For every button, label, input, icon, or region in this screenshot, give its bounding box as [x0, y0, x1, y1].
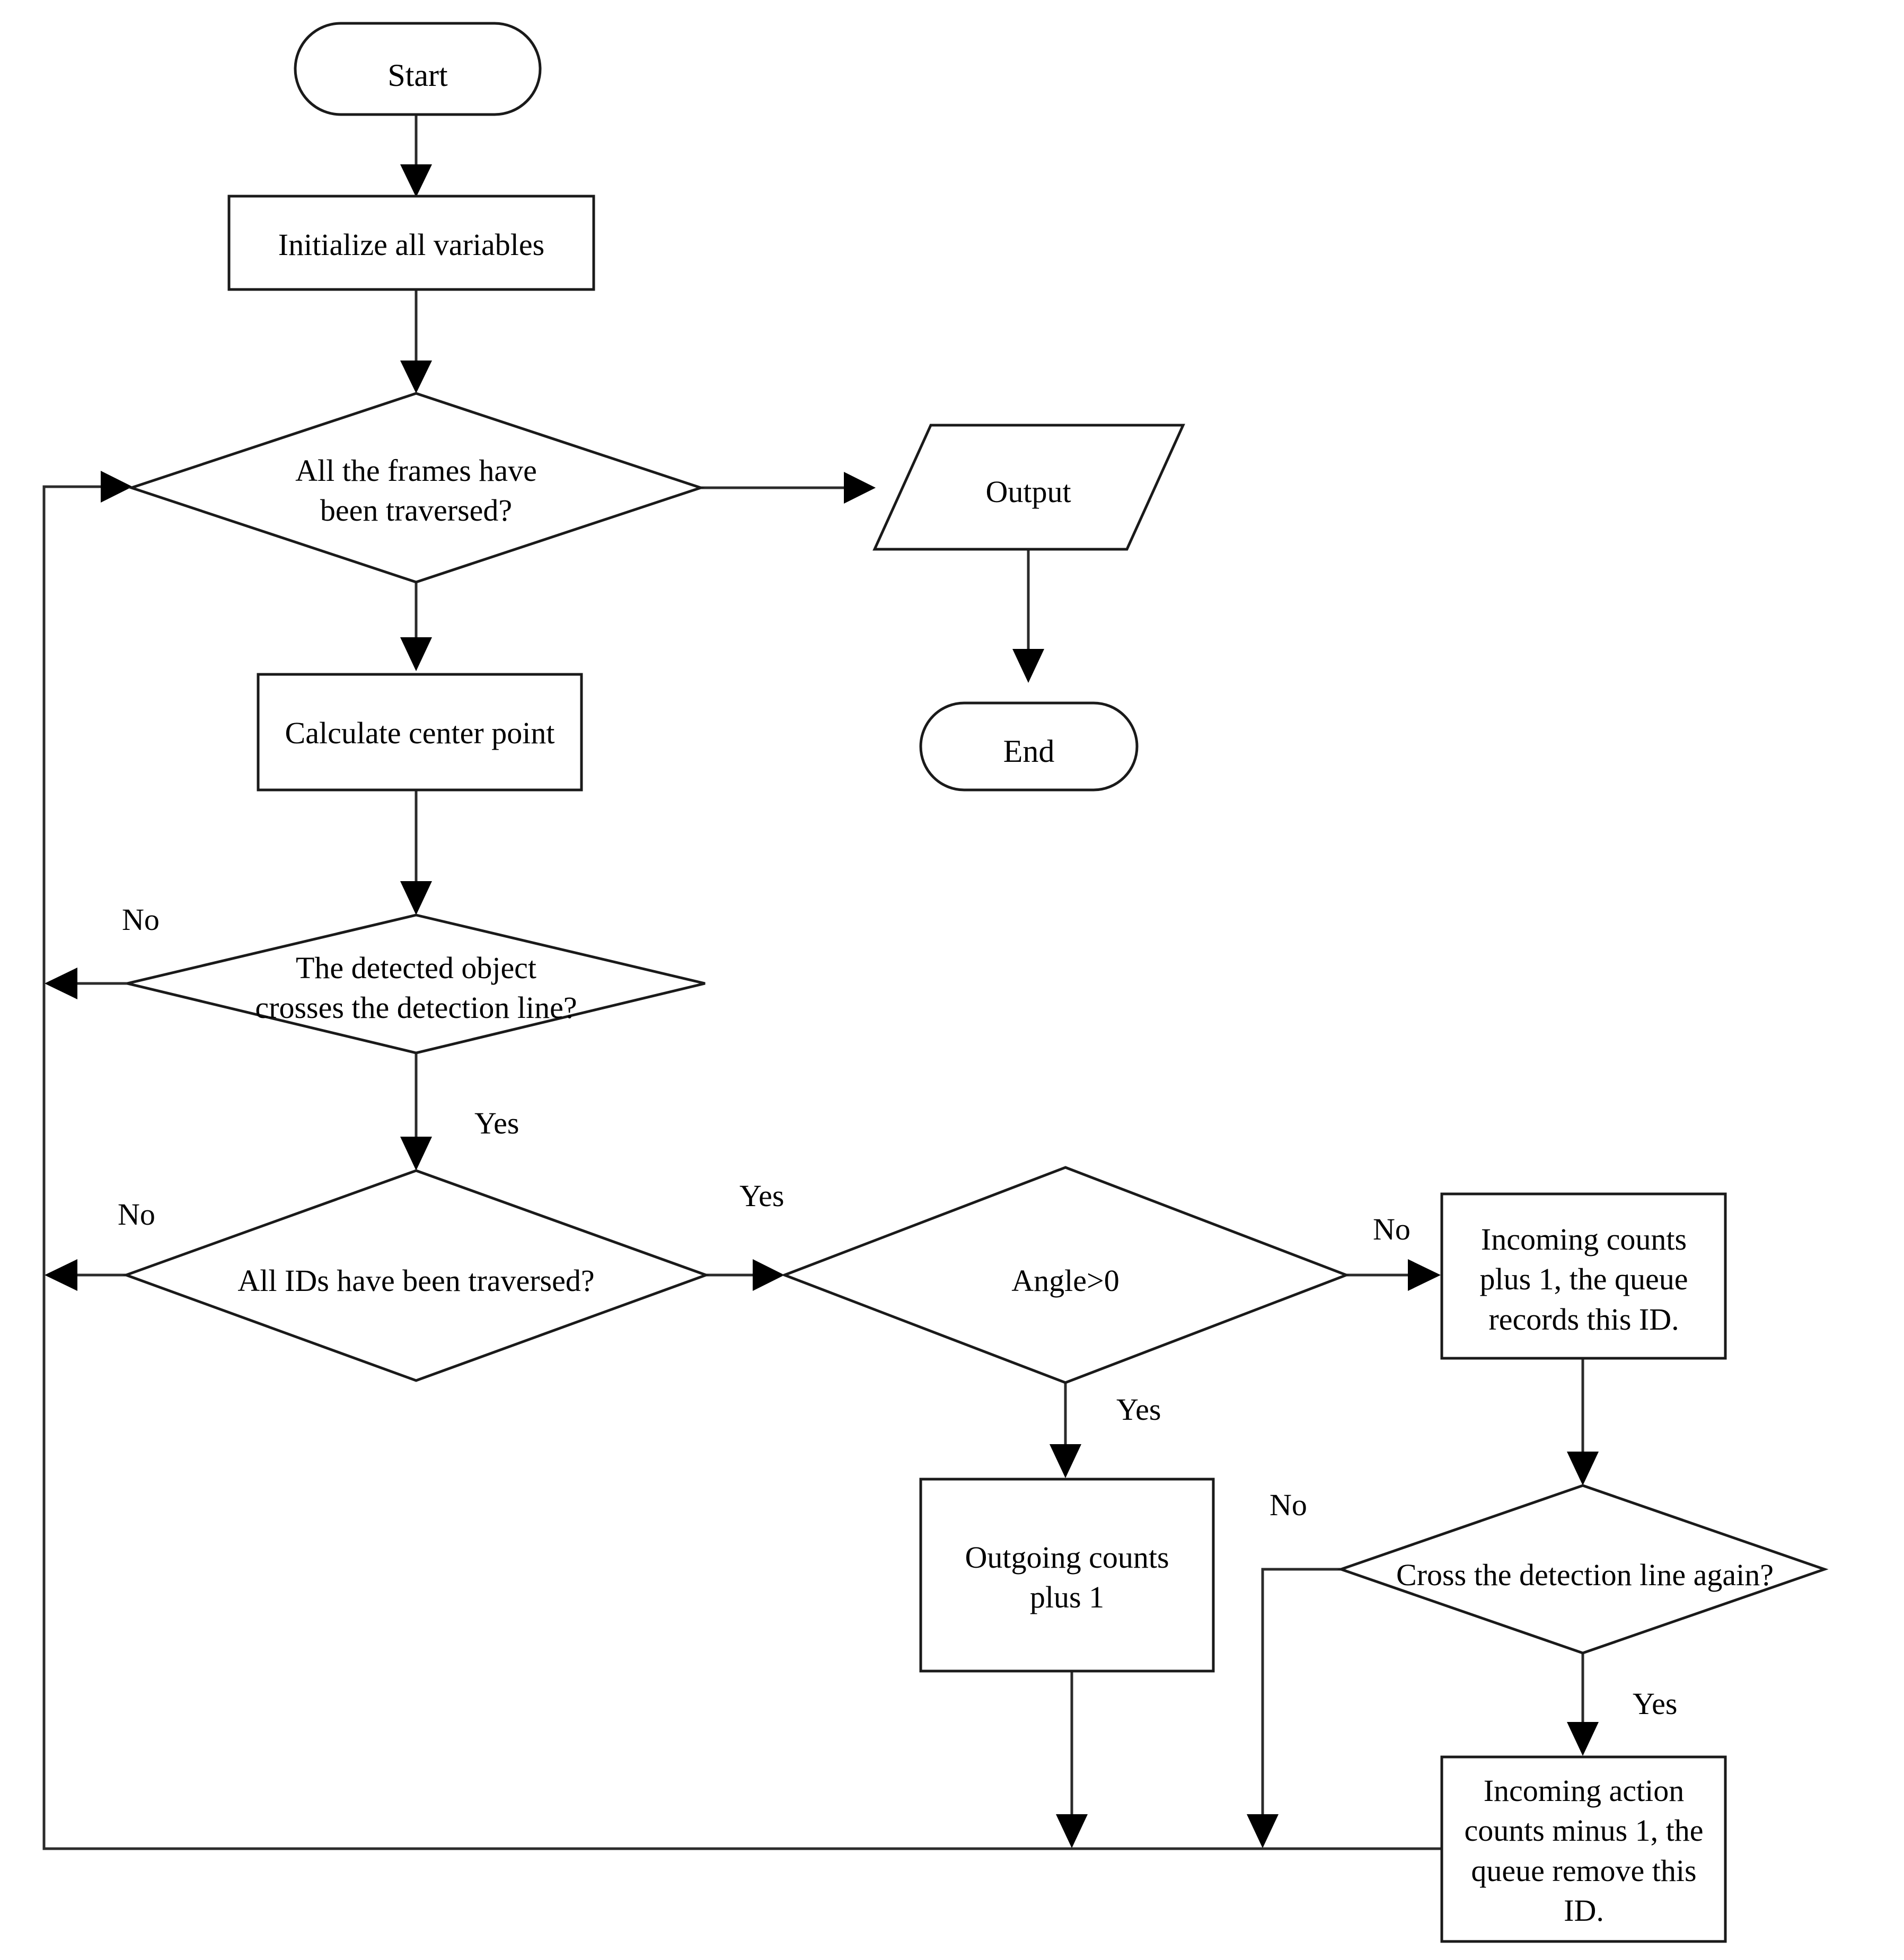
edge-outgoing-to-bottom — [1056, 1671, 1088, 1848]
edge-frames-to-output — [701, 472, 876, 504]
edge-center-to-cross — [400, 791, 432, 915]
node-init-shape — [227, 195, 595, 291]
edge-label-angle-yes: Yes — [1116, 1392, 1161, 1427]
node-frames-shape — [127, 392, 705, 584]
node-angle-shape — [781, 1166, 1350, 1384]
edge-label-ids-no: No — [118, 1197, 155, 1232]
edge-label-cross-yes: Yes — [474, 1106, 519, 1140]
node-output-shape — [872, 424, 1185, 551]
node-outgoing-shape — [919, 1478, 1215, 1673]
edge-label-ids-yes: Yes — [739, 1179, 784, 1213]
node-cross-shape — [127, 913, 706, 1054]
node-again-shape — [1337, 1484, 1829, 1655]
node-end-shape — [919, 701, 1139, 792]
edge-label-again-no: No — [1270, 1488, 1307, 1522]
edge-cross-yes-to-ids — [400, 1054, 432, 1171]
edge-ids-yes-to-angle — [706, 1259, 784, 1291]
edge-loopback-rail — [42, 471, 1442, 1850]
edge-start-to-init — [400, 115, 432, 197]
edge-frames-to-center — [400, 583, 432, 671]
edge-angle-yes-to-outgoing — [1050, 1382, 1081, 1478]
edge-incoming-to-again — [1567, 1358, 1599, 1486]
node-minus-shape — [1440, 1755, 1727, 1943]
edge-angle-no-to-incoming — [1346, 1259, 1441, 1291]
edge-output-to-end — [1012, 550, 1044, 683]
node-start-shape — [294, 22, 542, 116]
node-incoming-shape — [1440, 1192, 1727, 1360]
node-ids-shape — [122, 1169, 710, 1382]
edge-ids-no-to-trunk — [45, 1259, 127, 1291]
edge-init-to-frames — [400, 289, 432, 393]
node-center-shape — [257, 673, 583, 792]
edge-label-again-yes: Yes — [1633, 1686, 1678, 1721]
edge-label-cross-no: No — [122, 902, 160, 937]
edge-again-no-to-bottom — [1247, 1568, 1341, 1848]
edge-again-yes-to-minus — [1567, 1653, 1599, 1756]
edge-label-angle-no: No — [1373, 1212, 1411, 1246]
